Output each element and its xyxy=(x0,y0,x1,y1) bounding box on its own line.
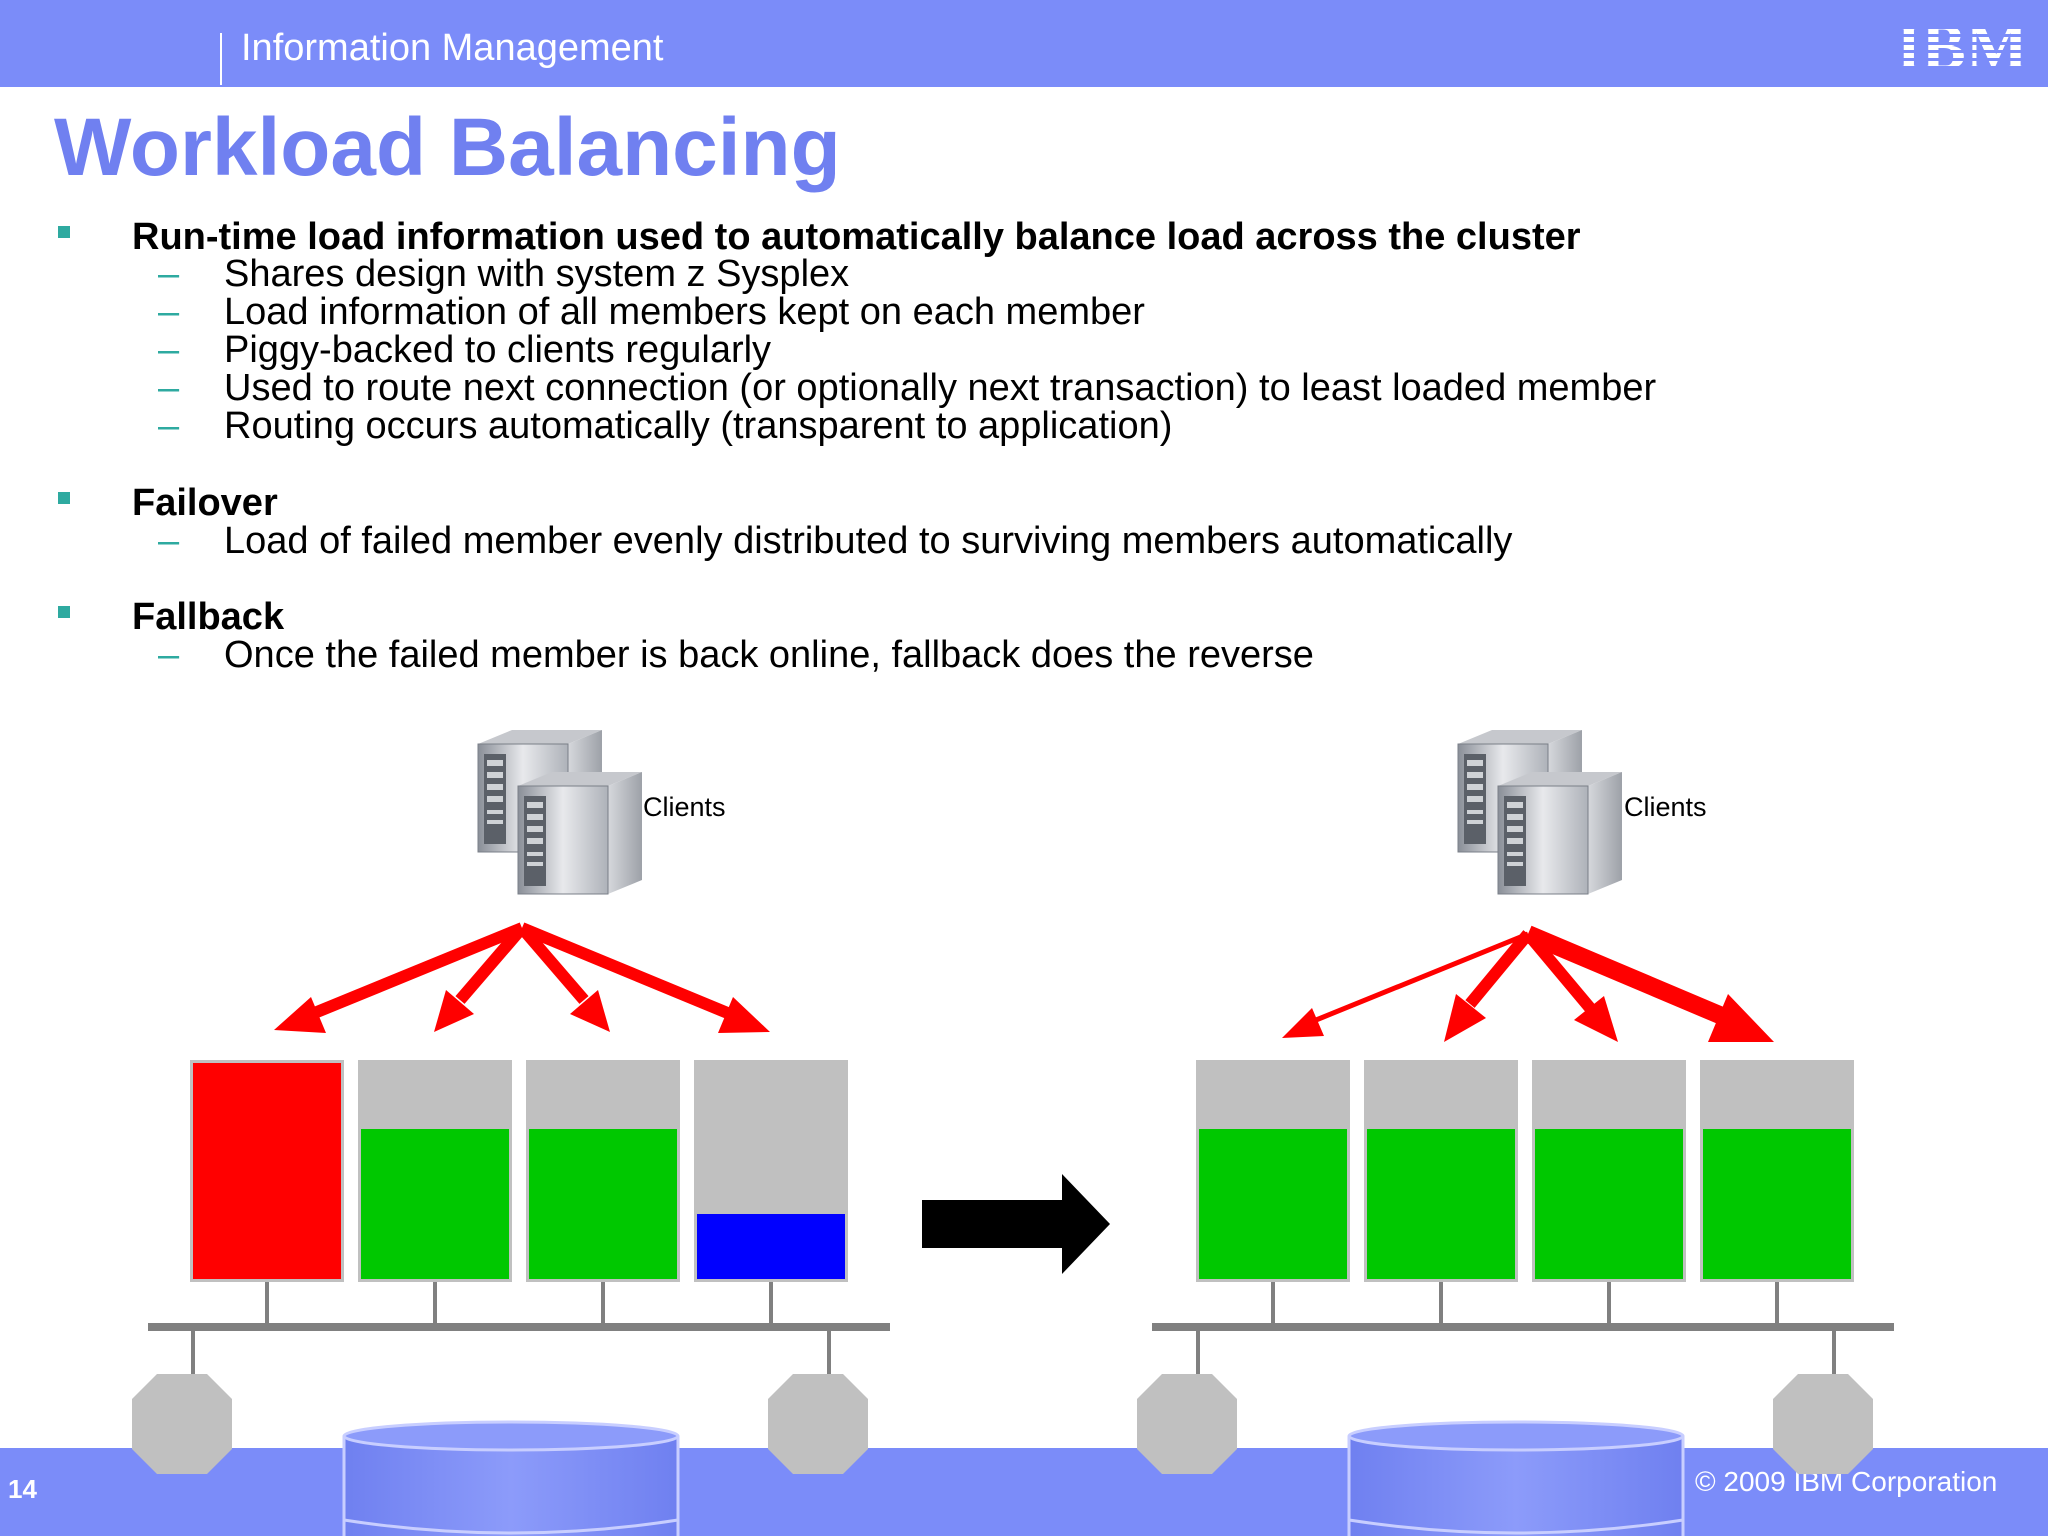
after-cluster: Clients xyxy=(1137,729,1894,1536)
hub-node xyxy=(768,1374,868,1474)
server-icon xyxy=(1457,729,1623,895)
clients-label: Clients xyxy=(643,792,726,822)
member-column xyxy=(1364,1060,1518,1282)
hub-node xyxy=(1773,1374,1873,1474)
bullet-marker xyxy=(58,492,70,504)
load-bar xyxy=(529,1129,677,1279)
sub-bullet-marker: – xyxy=(158,291,180,333)
member-column xyxy=(1532,1060,1686,1282)
bullet-text: Failover xyxy=(132,482,278,524)
footer-bar xyxy=(0,1448,2048,1536)
svg-text:IBM: IBM xyxy=(1896,12,2028,72)
sub-bullet-marker: – xyxy=(158,634,180,676)
sub-bullet-text: Shares design with system z Sysplex xyxy=(224,253,850,295)
member-column xyxy=(358,1060,512,1282)
transition-arrow xyxy=(922,1174,1110,1274)
member-column xyxy=(1196,1060,1350,1282)
shared-storage xyxy=(1347,1420,1685,1536)
bullet-marker xyxy=(58,226,70,238)
bullet-text: Fallback xyxy=(132,596,285,638)
network-bus xyxy=(1152,1282,1894,1375)
load-bar xyxy=(1199,1129,1347,1279)
load-bar-failed xyxy=(193,1063,341,1279)
load-bar xyxy=(1535,1129,1683,1279)
hub-node xyxy=(132,1374,232,1474)
clients-label: Clients xyxy=(1624,792,1707,822)
page-number: 14 xyxy=(8,1474,37,1504)
ibm-logo: IBM xyxy=(1896,12,2028,72)
sub-bullet-text: Load of failed member evenly distributed… xyxy=(224,520,1513,562)
sub-bullet-text: Used to route next connection (or option… xyxy=(224,367,1657,409)
sub-bullet-marker: – xyxy=(158,367,180,409)
bullet-text: Run-time load information used to automa… xyxy=(132,216,1581,258)
server-icon xyxy=(477,729,643,895)
sub-bullet-marker: – xyxy=(158,520,180,562)
load-bar xyxy=(1703,1129,1851,1279)
header-section-title: Information Management xyxy=(241,27,664,69)
member-column xyxy=(1700,1060,1854,1282)
sub-bullet-text: Once the failed member is back online, f… xyxy=(224,634,1314,676)
member-column xyxy=(526,1060,680,1282)
header-bar: Information Management IBM xyxy=(0,0,2048,87)
sub-bullet-text: Piggy-backed to clients regularly xyxy=(224,329,772,371)
before-cluster: Clients xyxy=(132,729,890,1536)
load-bar-low xyxy=(697,1214,845,1279)
routing-arrows xyxy=(1282,925,1774,1042)
slide-title: Workload Balancing xyxy=(54,102,841,193)
sub-bullet-marker: – xyxy=(158,253,180,295)
member-column xyxy=(694,1060,848,1282)
header-divider xyxy=(220,33,222,85)
load-bar xyxy=(361,1129,509,1279)
sub-bullet-text: Load information of all members kept on … xyxy=(224,291,1145,333)
sub-bullet-marker: – xyxy=(158,405,180,447)
load-bar xyxy=(1367,1129,1515,1279)
sub-bullet-marker: – xyxy=(158,329,180,371)
sub-bullet-text: Routing occurs automatically (transparen… xyxy=(224,405,1173,447)
hub-node xyxy=(1137,1374,1237,1474)
bullet-marker xyxy=(58,606,70,618)
network-bus xyxy=(148,1282,890,1375)
member-column xyxy=(190,1060,344,1282)
routing-arrows xyxy=(274,922,770,1033)
shared-storage xyxy=(342,1420,680,1536)
